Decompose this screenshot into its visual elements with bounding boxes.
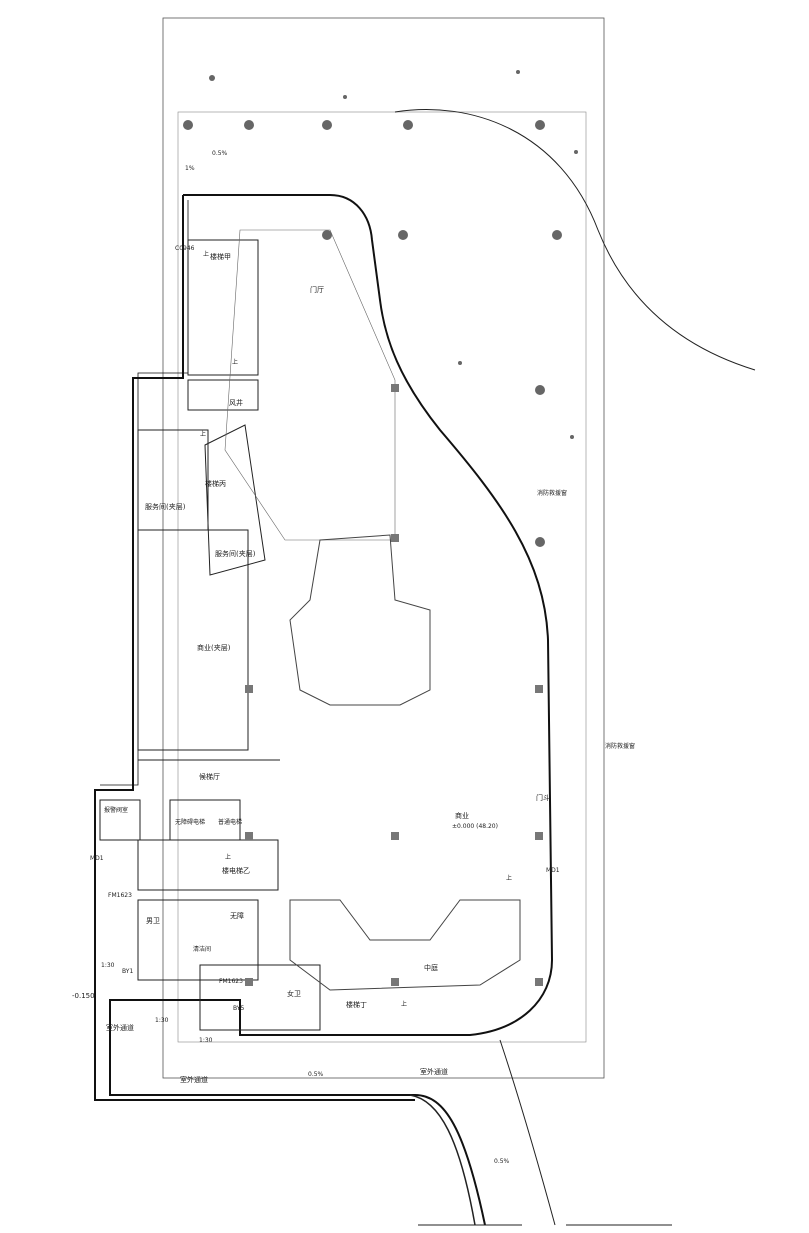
label-janitor: 清洁间 [193,945,211,953]
label-alarm-valve: 报警阀室 [104,806,128,814]
label-regular-elevator: 普通电梯 [218,818,242,826]
label-vestibule: 门斗 [536,793,550,802]
central-bar [289,534,431,706]
label-up-6: 上 [401,1000,407,1008]
label-commercial-mezz: 商业(夹层) [197,643,231,652]
label-outdoor-passage-2: 室外通道 [180,1075,208,1084]
label-ratio-2: 1:30 [155,1017,169,1024]
label-slope-1: 0.5% [212,150,228,157]
road-curve [409,1094,476,1226]
courtyard-outline [289,899,521,991]
label-stair-jia: 楼梯甲 [210,252,231,261]
label-service-room-2: 服务间(夹层) [215,549,256,558]
label-service-room-1: 服务间(夹层) [145,502,186,511]
label-ratio-1: 1:30 [101,962,115,969]
label-door-fm2: FM1623 [219,978,243,985]
label-rescue-window-2: 消防救援窗 [605,742,635,750]
site-boundary [162,17,605,1079]
label-up-3: 上 [200,430,206,438]
building-outline [109,194,554,1226]
interior-walls [99,239,321,1031]
label-stair-ding: 楼梯丁 [346,1000,367,1009]
label-slope-4: 1% [185,165,195,172]
label-door-by1: BY1 [122,968,133,975]
west-wall-inner [100,200,189,786]
label-men-wc: 男卫 [146,917,160,925]
label-commercial: 商业 [455,811,469,820]
trees [183,70,578,547]
label-slope-3: 0.5% [494,1158,510,1165]
west-wall [94,195,415,1101]
label-women-wc: 女卫 [287,989,301,998]
label-rescue-window-1: 消防救援窗 [537,489,567,497]
label-stair-yi: 楼电梯乙 [222,866,250,875]
label-barrier-free-elevator: 无障碍电梯 [175,818,205,826]
label-stair-bing: 楼梯丙 [205,479,226,488]
label-slope-2: 0.5% [308,1071,324,1078]
label-window-c0946: C0946 [175,245,195,252]
label-lobby: 门厅 [310,285,324,294]
label-outdoor-passage-3: 室外通道 [420,1067,448,1076]
label-up-2: 上 [232,358,238,366]
landscape-curve-line [394,109,756,371]
label-up-1: 上 [203,250,209,258]
label-elevator-hall: 候梯厅 [199,772,220,781]
label-up-5: 上 [506,874,512,882]
label-elevation: ±0.000 (48.20) [452,823,498,830]
label-courtyard: 中庭 [424,963,438,972]
label-door-fm1: FM1623 [108,892,132,899]
road-curve-2 [499,1039,556,1226]
label-up-4: 上 [225,853,231,861]
label-accessible-wc: 无障 [230,911,244,920]
lobby-zone [224,229,396,541]
label-door-md2: MD1 [546,867,560,874]
label-air-shaft: 风井 [229,398,243,407]
label-door-md1: MD1 [90,855,104,862]
label-ratio-3: 1:30 [199,1037,213,1044]
inner-boundary [177,111,587,1043]
label-level-left: -0.150 [72,992,95,1000]
label-door-by2: BY5 [233,1005,244,1012]
label-outdoor-passage-1: 室外通道 [106,1023,134,1032]
columns [245,384,543,986]
